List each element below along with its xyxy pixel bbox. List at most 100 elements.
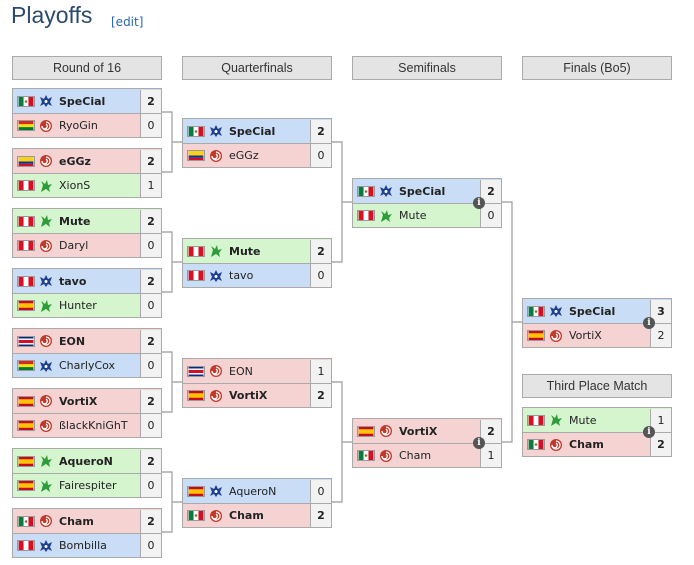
terran-race-icon xyxy=(38,538,54,554)
player-name[interactable]: SpeCial xyxy=(399,184,446,198)
zerg-race-icon xyxy=(38,393,54,409)
player-name[interactable]: Cham xyxy=(59,514,94,528)
player-name[interactable]: Cham xyxy=(229,509,264,522)
player-name[interactable]: VortiX xyxy=(399,424,438,438)
player-name[interactable]: Cham xyxy=(399,449,432,462)
player-score: 2 xyxy=(650,324,671,347)
player-name[interactable]: SpeCial xyxy=(569,304,616,318)
match-info-icon[interactable]: i xyxy=(473,437,485,449)
player-score: 0 xyxy=(140,354,161,377)
pe-flag-icon xyxy=(187,245,205,257)
terran-race-icon xyxy=(208,483,224,499)
mx-flag-icon xyxy=(17,95,35,107)
player-name[interactable]: Mute xyxy=(229,244,261,258)
cr-flag-icon xyxy=(17,335,35,347)
player-name[interactable]: SpeCial xyxy=(229,124,276,138)
zerg-race-icon xyxy=(208,148,224,164)
bracket-connector xyxy=(162,471,182,533)
player-name[interactable]: RyoGin xyxy=(59,119,98,132)
player-score: 2 xyxy=(310,504,331,527)
player-score: 2 xyxy=(140,149,161,173)
player-name[interactable]: EON xyxy=(59,334,86,348)
protoss-race-icon xyxy=(378,208,394,224)
es-flag-icon xyxy=(17,300,35,311)
player-score: 0 xyxy=(140,234,161,257)
player-name[interactable]: Mute xyxy=(569,413,597,427)
player-row: SpeCial 2 xyxy=(183,119,331,143)
terran-race-icon xyxy=(38,273,54,289)
pe-flag-icon xyxy=(17,180,35,191)
player-name[interactable]: EON xyxy=(229,364,253,378)
player-name[interactable]: eGGz xyxy=(59,154,91,168)
player-score: 2 xyxy=(310,119,331,143)
player-row: tavo 0 xyxy=(183,263,331,287)
mx-flag-icon xyxy=(527,305,545,317)
terran-race-icon xyxy=(38,358,54,374)
match-info-icon[interactable]: i xyxy=(473,197,485,209)
player-row: CharlyCox 0 xyxy=(13,353,161,377)
terran-race-icon xyxy=(208,123,224,139)
player-name[interactable]: Fairespiter xyxy=(59,479,117,492)
player-name[interactable]: ßlackKniGhT xyxy=(59,419,128,432)
terran-race-icon xyxy=(548,303,564,319)
player-name[interactable]: AqueroN xyxy=(229,484,277,498)
cr-flag-icon xyxy=(187,365,205,377)
player-name[interactable]: Daryl xyxy=(59,239,89,252)
page-title: Playoffs xyxy=(11,2,93,28)
zerg-race-icon xyxy=(548,437,564,453)
player-name[interactable]: tavo xyxy=(229,269,254,282)
zerg-race-icon xyxy=(378,448,394,464)
player-score: 0 xyxy=(310,264,331,287)
round-header-finals: Finals (Bo5) xyxy=(522,56,672,80)
player-name[interactable]: Bombilla xyxy=(59,539,107,552)
bracket-connector xyxy=(502,201,522,443)
pe-flag-icon xyxy=(17,215,35,227)
player-name[interactable]: Cham xyxy=(569,438,604,451)
player-name[interactable]: VortiX xyxy=(569,329,602,342)
player-score: 1 xyxy=(310,359,331,383)
player-name[interactable]: VortiX xyxy=(229,389,268,402)
match-info-icon[interactable]: i xyxy=(643,426,655,438)
player-name[interactable]: CharlyCox xyxy=(59,359,116,372)
match-info-icon[interactable]: i xyxy=(643,317,655,329)
pe-flag-icon xyxy=(17,275,35,287)
player-name[interactable]: AqueroN xyxy=(59,454,113,468)
es-flag-icon xyxy=(187,485,205,497)
player-name[interactable]: tavo xyxy=(59,274,87,288)
pe-flag-icon xyxy=(187,270,205,281)
mx-flag-icon xyxy=(357,185,375,197)
protoss-race-icon xyxy=(38,213,54,229)
player-name[interactable]: Mute xyxy=(399,209,427,222)
player-score: 2 xyxy=(140,89,161,113)
player-name[interactable]: Hunter xyxy=(59,299,97,312)
es-flag-icon xyxy=(17,420,35,431)
terran-race-icon xyxy=(38,93,54,109)
zerg-race-icon xyxy=(38,418,54,434)
bracket-connector xyxy=(162,351,182,413)
player-score: 0 xyxy=(310,144,331,167)
player-name[interactable]: Mute xyxy=(59,214,91,228)
player-name[interactable]: VortiX xyxy=(59,394,98,408)
player-name[interactable]: SpeCial xyxy=(59,94,106,108)
player-name[interactable]: eGGz xyxy=(229,149,259,162)
protoss-race-icon xyxy=(38,478,54,494)
player-name[interactable]: XionS xyxy=(59,179,91,192)
edit-link[interactable]: [edit] xyxy=(111,15,144,29)
bo-flag-icon xyxy=(17,120,35,131)
mx-flag-icon xyxy=(527,439,545,450)
zerg-race-icon xyxy=(38,513,54,529)
mx-flag-icon xyxy=(187,125,205,137)
